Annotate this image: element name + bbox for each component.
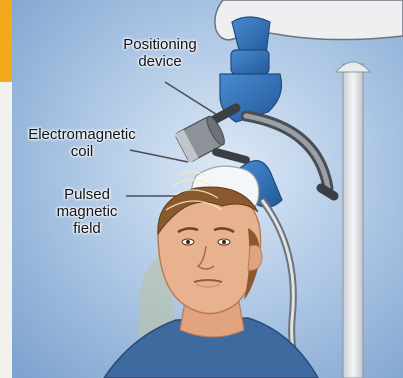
mount-joint [231, 50, 269, 74]
label-electromagnetic-coil: Electromagnetic coil [12, 126, 152, 160]
label-pulsed-magnetic-field: Pulsed magnetic field [44, 186, 130, 237]
stand-pole [343, 64, 363, 378]
left-accent [0, 0, 12, 82]
label-positioning-device: Positioning device [100, 36, 220, 70]
